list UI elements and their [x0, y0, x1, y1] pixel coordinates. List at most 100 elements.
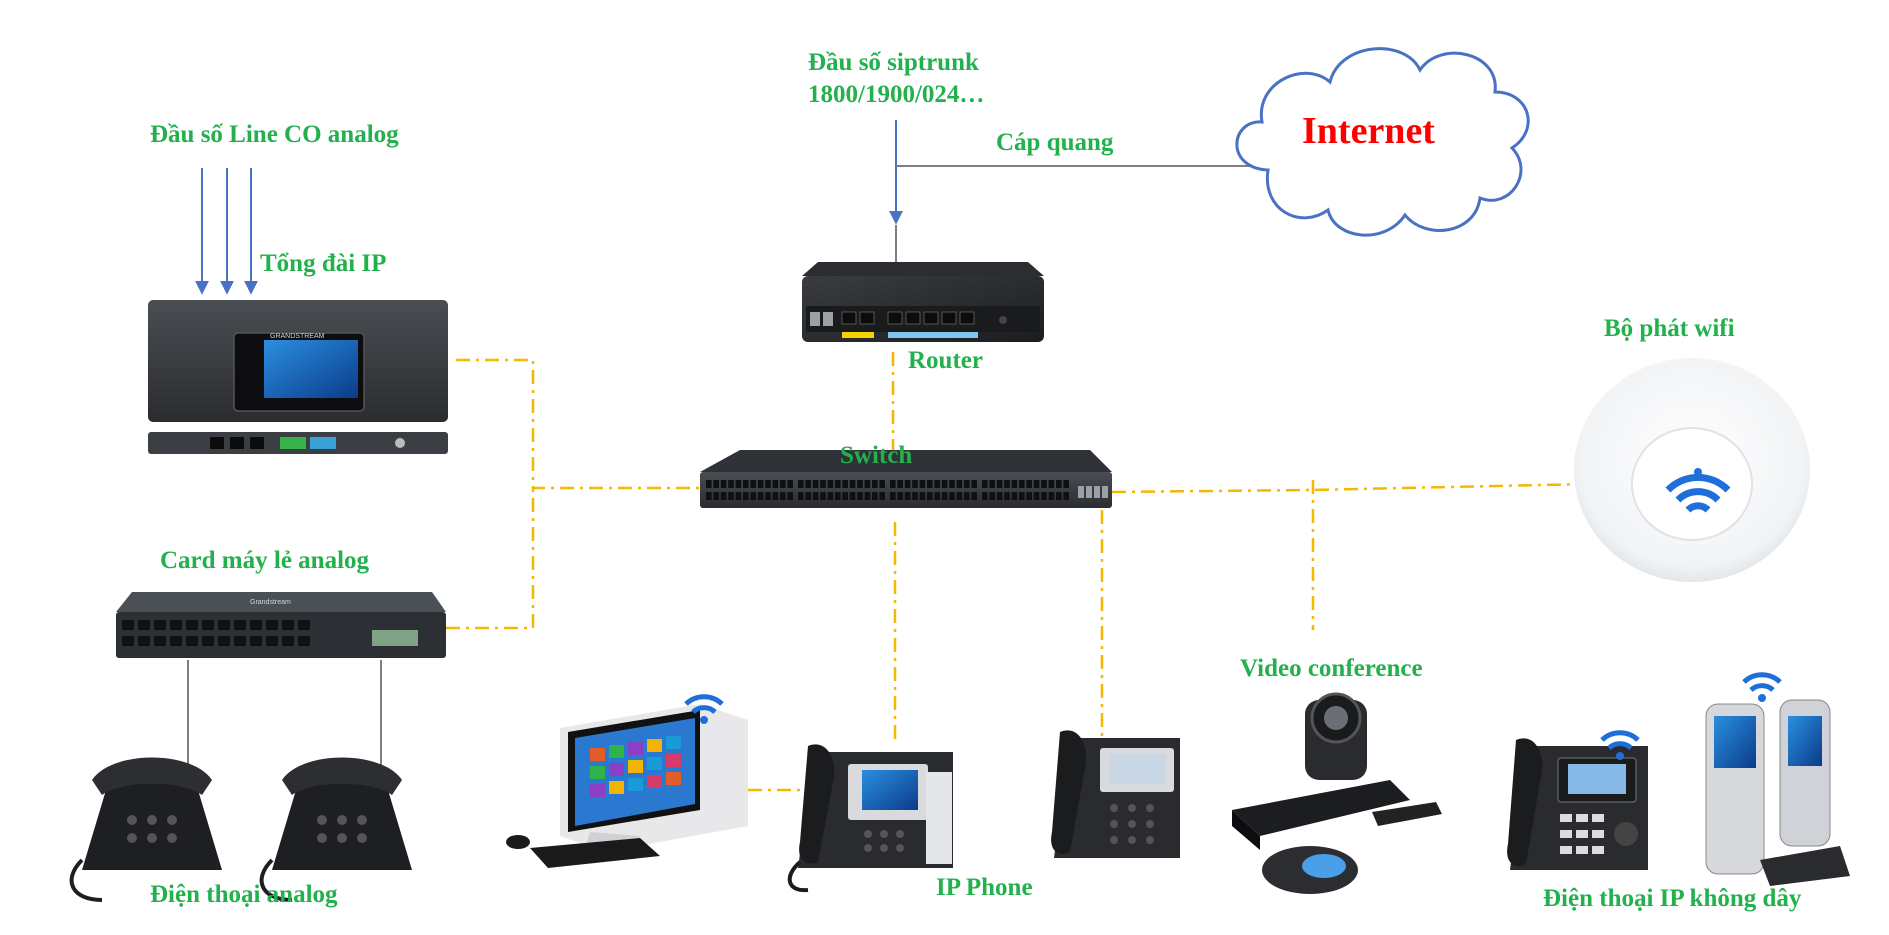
card-port [298, 620, 310, 630]
card-port [154, 620, 166, 630]
switch-port [857, 480, 863, 488]
switch-port [912, 480, 918, 488]
wifi-icon [684, 694, 724, 724]
switch-port [1019, 480, 1025, 488]
siptrunk-label-line2: 1800/1900/024… [808, 81, 984, 108]
switch-port [780, 492, 786, 500]
switch-uplink-port [1078, 486, 1084, 498]
access-point-icon [1574, 358, 1810, 582]
switch-port [971, 492, 977, 500]
switch-port [897, 492, 903, 500]
card-port [186, 636, 198, 646]
switch-port [1004, 492, 1010, 500]
card-port [218, 620, 230, 630]
switch-port [1033, 492, 1040, 500]
switch-port [996, 492, 1003, 500]
switch-port [743, 492, 749, 500]
switch-port [964, 492, 970, 500]
switch-port [765, 492, 771, 500]
switch-port [713, 480, 719, 488]
pc-screen-tile [628, 760, 643, 773]
switch-port [864, 492, 871, 500]
switch-port [879, 492, 885, 500]
pc-screen-tile [590, 784, 605, 797]
wifi-ap-label: Bộ phát wifi [1604, 315, 1735, 342]
switch-port [1004, 480, 1010, 488]
switch-uplink-port [1094, 486, 1100, 498]
switch: Switch [700, 442, 1112, 508]
switch-port [735, 480, 742, 488]
pc-screen-tiles [590, 736, 681, 797]
switch-port [982, 492, 988, 500]
pbx-switch-link [456, 358, 700, 490]
switch-port [1011, 480, 1018, 488]
ip-phone-icon [787, 744, 953, 893]
pc-screen-tile [666, 754, 681, 767]
switch-port [1019, 492, 1025, 500]
switch-port [864, 480, 871, 488]
pc-screen-tile [647, 757, 662, 770]
switch-port [1033, 480, 1040, 488]
router-label: Router [908, 347, 983, 374]
wireless-ip-phones: Điện thoại IP không dây [1507, 672, 1850, 912]
card-port [218, 636, 230, 646]
wifi-icon [1665, 468, 1731, 513]
switch-port [735, 492, 742, 500]
switch-port [772, 492, 779, 500]
pc-screen-tile [647, 739, 662, 752]
switch-port [971, 480, 977, 488]
switch-uplink-port [1102, 486, 1108, 498]
switch-port [827, 492, 834, 500]
pc-screen-tile [666, 772, 681, 785]
switch-port [849, 480, 856, 488]
card-port [202, 636, 214, 646]
wifi-icon [1600, 730, 1640, 760]
card-port [170, 636, 182, 646]
switch-port [857, 492, 863, 500]
switch-port [835, 480, 841, 488]
analog-phone-icon [259, 757, 412, 902]
ip-pbx-label: Tổng đài IP [260, 250, 386, 277]
ip-phone-label: IP Phone [936, 874, 1033, 901]
pbx-brand-text: GRANDSTREAM [270, 333, 325, 340]
pc-screen-tile [609, 745, 624, 758]
card-ports [122, 620, 310, 646]
card-port [154, 636, 166, 646]
switch-port [1041, 480, 1047, 488]
switch-label: Switch [840, 442, 912, 469]
card-port [170, 620, 182, 630]
switch-port [964, 480, 970, 488]
switch-port [812, 492, 819, 500]
switch-port [904, 480, 911, 488]
switch-port [949, 480, 955, 488]
switch-port [982, 480, 988, 488]
switch-port [728, 492, 734, 500]
switch-port [706, 492, 712, 500]
switch-port [890, 480, 896, 488]
switch-port [956, 480, 963, 488]
siptrunk-label-line1: Đầu số siptrunk [808, 49, 979, 76]
ip-phone-icon [1051, 730, 1180, 858]
switch-port [879, 480, 885, 488]
switch-port [1041, 492, 1047, 500]
switch-port [897, 480, 903, 488]
pc-screen-tile [628, 778, 643, 791]
switch-port [849, 492, 856, 500]
pc-screen-tile [647, 775, 662, 788]
switch-port [872, 492, 878, 500]
switch-port [1056, 480, 1062, 488]
ip-phones: IP Phone [787, 730, 1180, 901]
switch-port [934, 492, 940, 500]
switch-port [949, 492, 955, 500]
switch-port [798, 480, 804, 488]
analog-phone-icon [69, 757, 222, 902]
desktop-computer-icon [506, 704, 748, 868]
video-conference-icon [1232, 692, 1442, 894]
switch-port [842, 480, 848, 488]
switch-ports [706, 480, 1108, 500]
switch-port [720, 492, 727, 500]
switch-port [820, 492, 826, 500]
switch-port [720, 480, 727, 488]
analog-card-icon: Grandstream [116, 592, 446, 658]
